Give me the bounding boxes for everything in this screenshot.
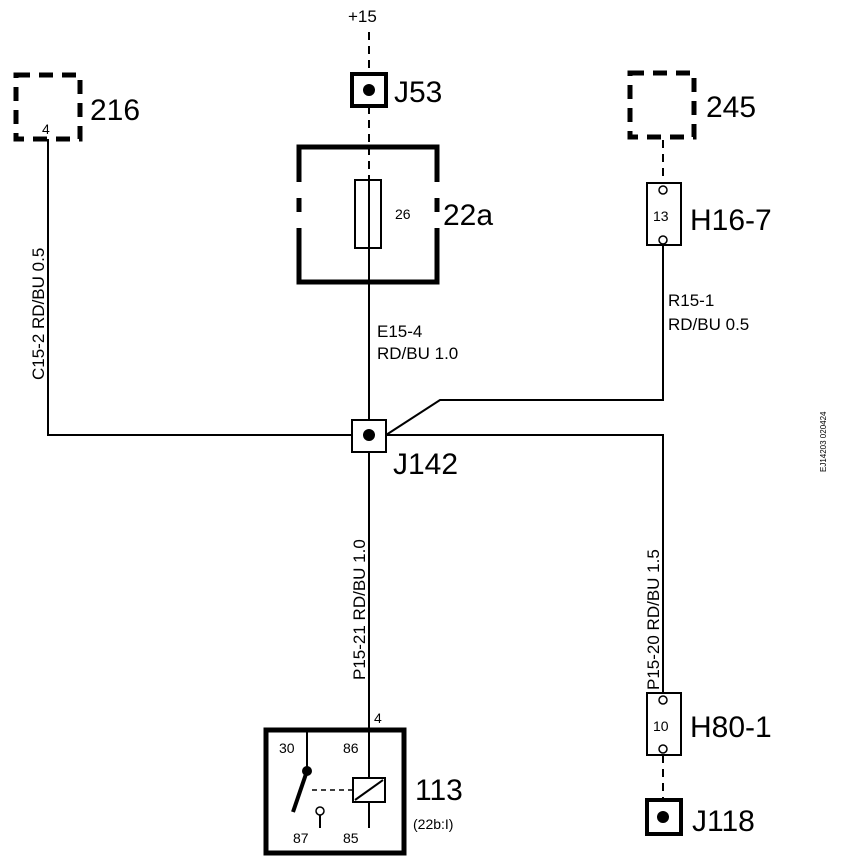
h80-label: H80-1: [690, 711, 772, 744]
connector-j142[interactable]: J142: [351, 419, 458, 481]
h16-label: H16-7: [690, 204, 772, 237]
component-245-label: 245: [706, 91, 756, 124]
j142-node: [363, 429, 375, 441]
component-245[interactable]: 245: [627, 70, 756, 140]
h16-pin-bottom: [658, 235, 668, 245]
relay-label: 113: [415, 774, 463, 807]
h16-pin: 13: [653, 208, 669, 224]
h80-pin-top: [658, 695, 668, 705]
connector-j118[interactable]: J118: [645, 798, 755, 838]
j118-label: J118: [692, 805, 755, 838]
j53-label: J53: [394, 76, 442, 109]
relay-113[interactable]: 4 30 86 87 85 113 (22b:I): [263, 710, 463, 856]
component-216-label: 216: [90, 94, 140, 127]
wire-r15-1[interactable]: [385, 245, 664, 436]
fuse-frame-gap: [432, 182, 441, 198]
component-216[interactable]: 4 216: [13, 72, 140, 142]
wire-p15-21-label: P15-21 RD/BU 1.0: [350, 539, 369, 680]
wire-p15-20[interactable]: [386, 434, 664, 693]
j142-label: J142: [393, 448, 458, 481]
component-216-box: [13, 72, 83, 142]
relay-contact-87: [315, 806, 325, 816]
wire-c15-label: C15-2 RD/BU 0.5: [29, 248, 48, 380]
connector-h80-1[interactable]: 10 H80-1: [646, 692, 772, 756]
relay-pin86: 86: [343, 740, 359, 756]
relay-coil-slash: [354, 779, 384, 801]
component-216-pin: 4: [42, 121, 50, 137]
relay-subtitle: (22b:I): [413, 816, 453, 832]
wire-p15-20-label: P15-20 RD/BU 1.5: [644, 549, 663, 690]
connector-h16-7[interactable]: 13 H16-7: [646, 182, 772, 246]
j118-node: [657, 811, 669, 823]
wire-r15-spec: RD/BU 0.5: [668, 315, 749, 334]
fuse-frame-gap: [295, 212, 304, 228]
h16-pin-top: [658, 185, 668, 195]
document-reference: EJ14203 020424: [819, 411, 828, 472]
relay-pin-top: 4: [374, 710, 382, 726]
fuse-box-22a[interactable]: 26 22a: [295, 144, 493, 285]
wire-e15-spec: RD/BU 1.0: [377, 344, 458, 363]
fuse-label: 22a: [443, 199, 493, 232]
j53-node: [363, 84, 375, 96]
relay-pin30: 30: [279, 740, 295, 756]
wire-r15-code: R15-1: [668, 291, 714, 310]
fuse-frame-gap: [295, 182, 304, 198]
supply-label: +15: [348, 7, 377, 26]
relay-pin85: 85: [343, 830, 359, 846]
wire-e15-code: E15-4: [377, 322, 422, 341]
h80-pin: 10: [653, 718, 669, 734]
wire-c15-2[interactable]: [47, 139, 352, 436]
component-245-box: [627, 70, 697, 140]
relay-pin87: 87: [293, 830, 309, 846]
relay-switch-arm: [291, 770, 309, 813]
fuse-frame-gap: [432, 212, 441, 228]
h80-pin-bottom: [658, 744, 668, 754]
connector-j53[interactable]: J53: [350, 72, 442, 109]
relay-frame: [263, 727, 407, 856]
fuse-number: 26: [395, 206, 411, 222]
